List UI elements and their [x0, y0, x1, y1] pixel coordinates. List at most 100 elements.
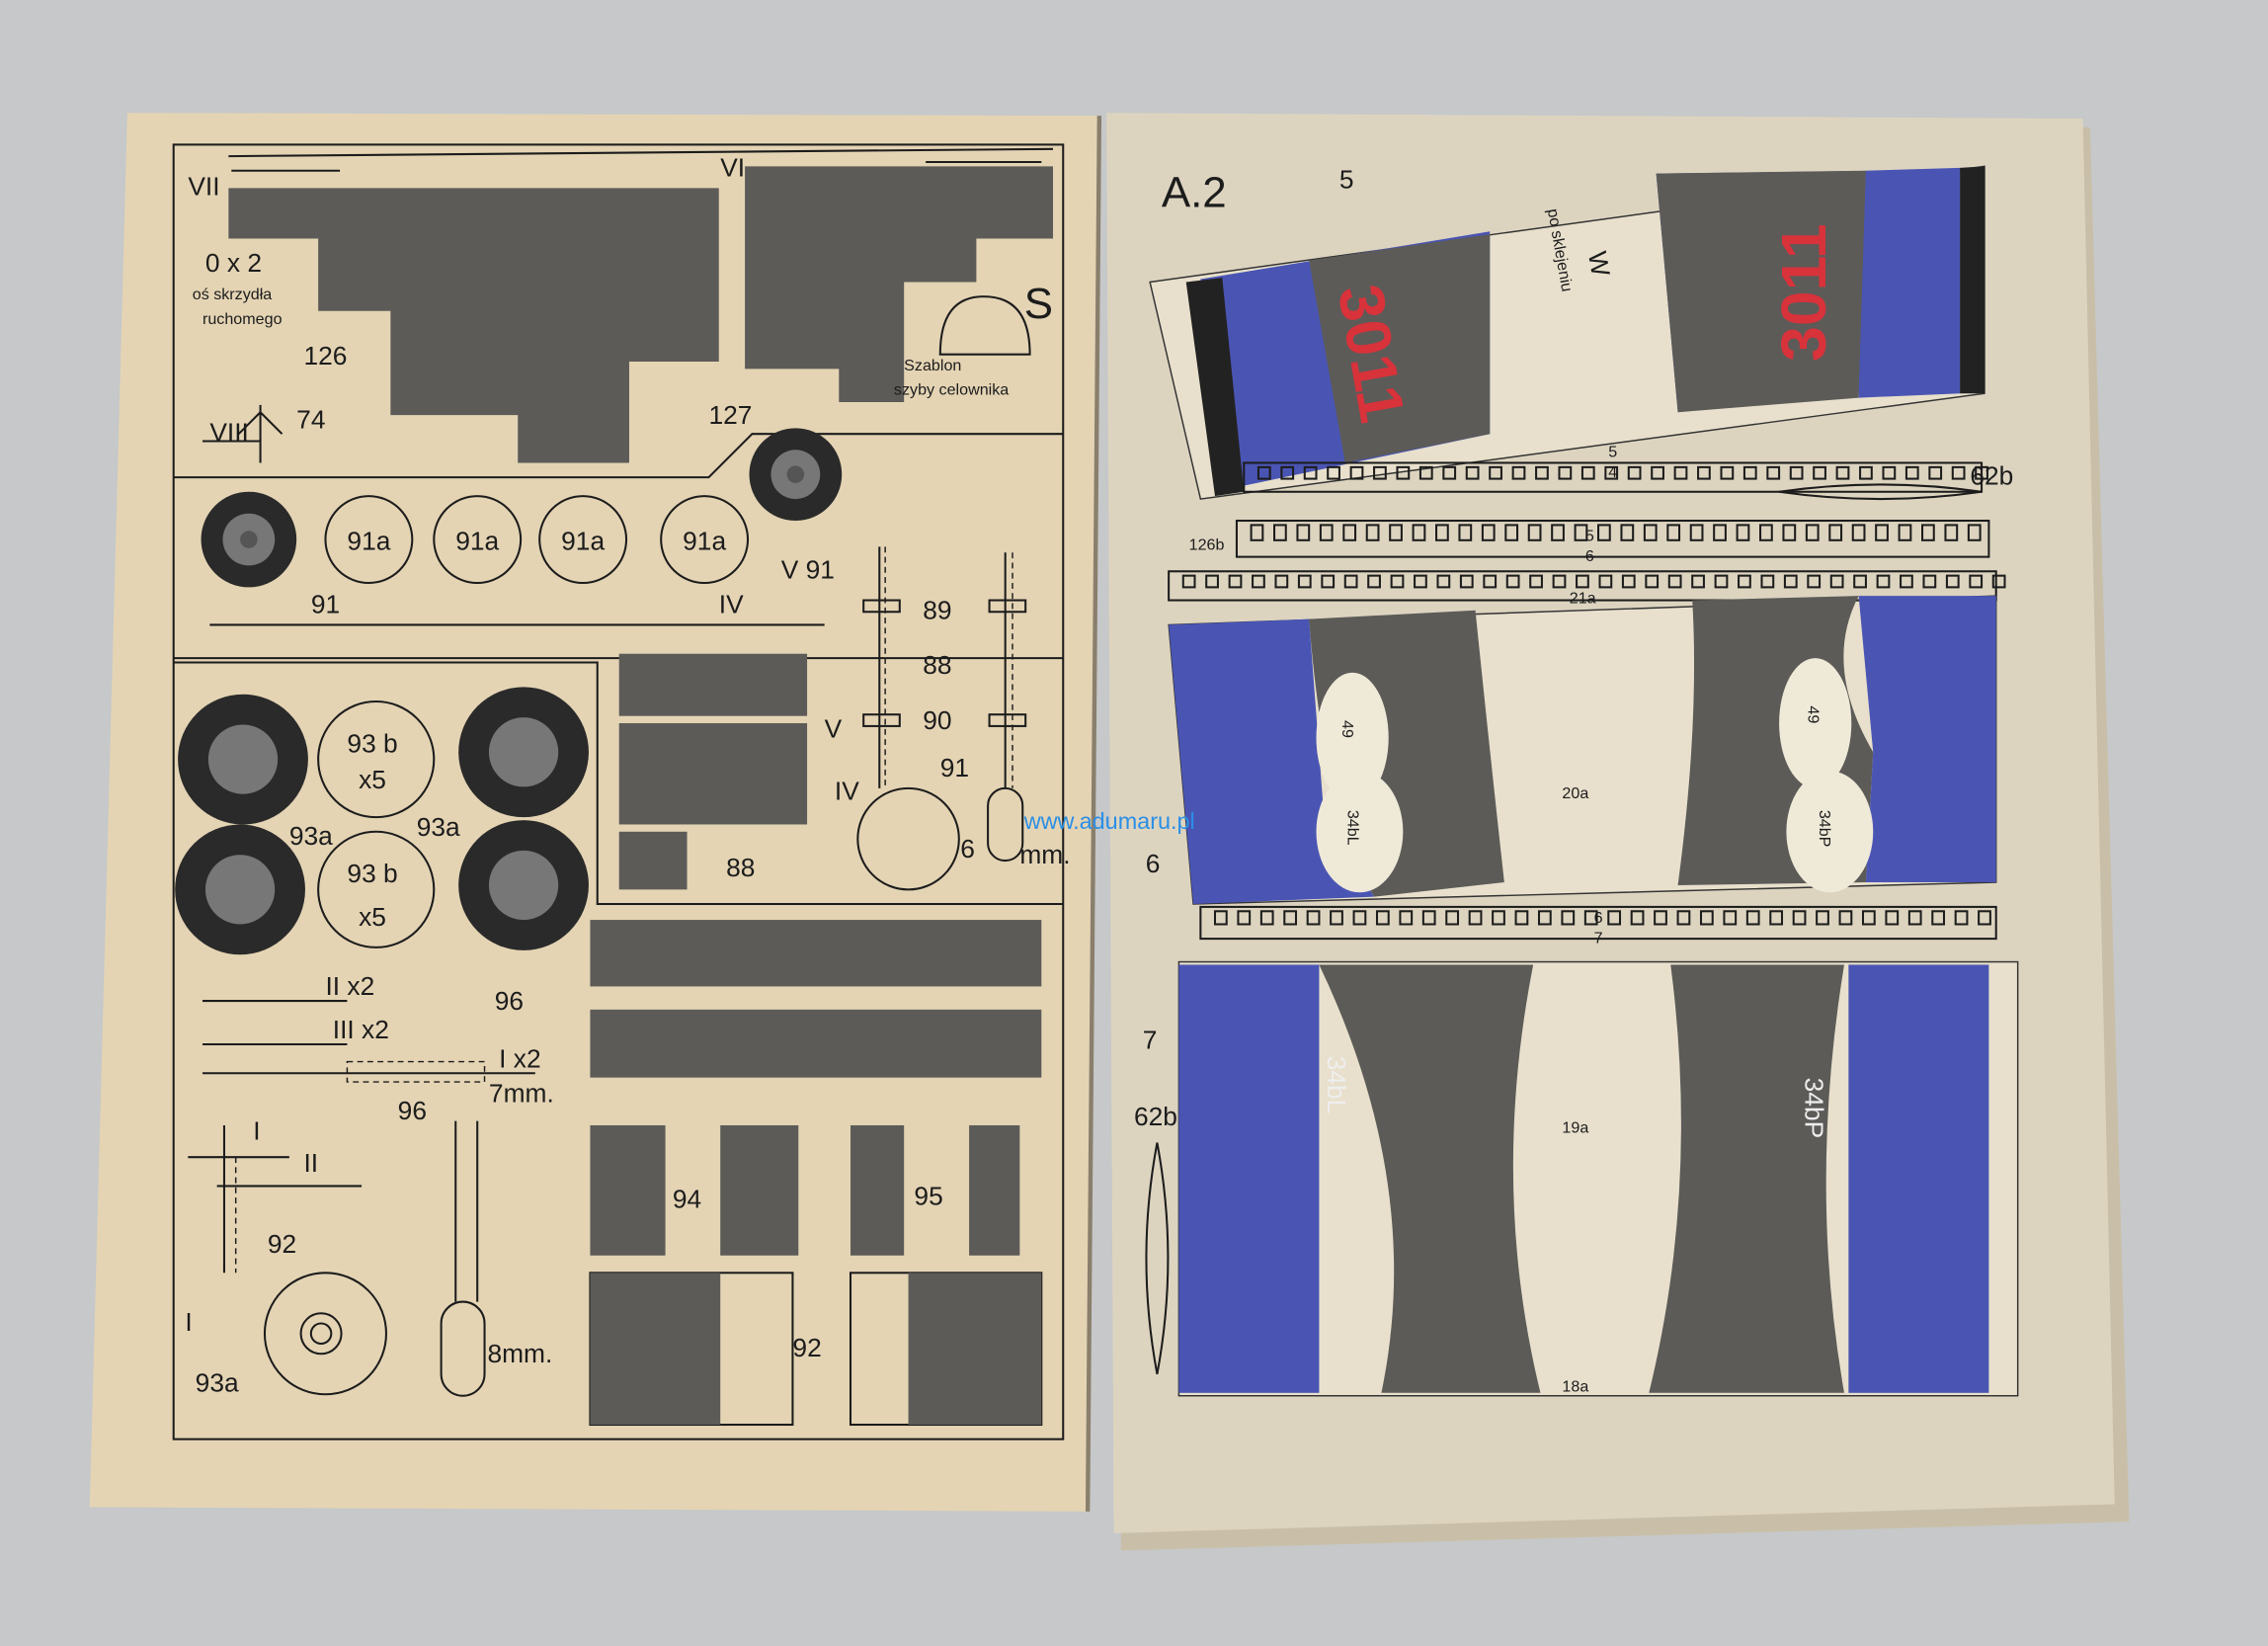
label-0x2: 0 x 2 [205, 248, 262, 278]
strut-drawing [856, 546, 1027, 891]
glue-tab [1297, 574, 1312, 589]
label-21a: 21a [1570, 589, 1596, 607]
glue-tab [1769, 910, 1784, 926]
label-v: V [825, 714, 843, 744]
glue-tab [1676, 910, 1691, 926]
strip-label: 4 [1608, 463, 1617, 481]
label-18a: 18a [1562, 1377, 1588, 1395]
glue-tab [1296, 524, 1311, 541]
glue-tab [1967, 524, 1982, 541]
marking-3011-right: 3011 [1768, 223, 1839, 362]
glue-tab [1859, 465, 1873, 480]
glue-tab [1898, 524, 1912, 541]
glue-tab [1436, 574, 1451, 589]
glue-tab [1505, 574, 1520, 589]
label-i-x2: I x2 [499, 1043, 540, 1073]
label-axis-2: ruchomego [202, 310, 283, 328]
glue-tab [1720, 465, 1735, 480]
glue-tab [1723, 910, 1738, 926]
svg-text:91a: 91a [347, 526, 390, 555]
svg-text:91a: 91a [455, 526, 499, 555]
glue-tab [1435, 524, 1449, 541]
label-19a: 19a [1562, 1118, 1588, 1136]
label-49: 49 [1804, 705, 1822, 723]
glue-tab [1342, 524, 1357, 541]
landing-gear-detail [188, 1120, 486, 1397]
watermark: www.adumaru.pl [1023, 808, 1195, 834]
glue-tab [1558, 465, 1573, 480]
glue-tab [1853, 574, 1867, 589]
glue-tab [1256, 465, 1271, 480]
glue-tab [1445, 910, 1460, 926]
glue-tab [1537, 910, 1552, 926]
glue-tab [1991, 574, 2006, 589]
glue-tab [1492, 910, 1505, 926]
label-62b-2: 62b [1134, 1102, 1177, 1131]
label-94: 94 [673, 1184, 701, 1213]
label-96: 96 [495, 986, 524, 1016]
label-126b: 126b [1189, 535, 1225, 553]
glue-tab [1829, 574, 1844, 589]
part-127 [745, 166, 1053, 402]
glue-tab [1583, 910, 1598, 926]
glue-tab [1789, 465, 1804, 480]
glue-tab [1349, 465, 1364, 480]
glue-tab [1306, 910, 1321, 926]
label-62b: 62b [1970, 460, 2013, 490]
glue-tab [1738, 574, 1751, 589]
glue-tab [1576, 574, 1589, 589]
glue-tab [1259, 910, 1274, 926]
label-6: 6 [960, 834, 975, 864]
glue-tab [1465, 465, 1480, 480]
glue-tab [1273, 524, 1287, 541]
glue-tab [1250, 524, 1264, 541]
label-v91: V 91 [781, 555, 835, 585]
glue-tab [1697, 465, 1711, 480]
label-34bp: 34bP [1799, 1078, 1828, 1139]
strip-label: 6 [1585, 547, 1594, 565]
label-ii-x2: II x2 [325, 971, 374, 1001]
strip-label: 7 [1594, 930, 1603, 947]
glue-tab [1630, 910, 1645, 926]
glue-tab [1399, 910, 1414, 926]
glue-tab [1835, 465, 1850, 480]
left-page [89, 113, 1099, 1512]
glue-tab [1783, 574, 1798, 589]
label-6-panel: 6 [1146, 849, 1161, 878]
strip-label: 5 [1608, 444, 1617, 461]
glue-tab [1861, 910, 1876, 926]
label-template-2: szyby celownika [894, 381, 1009, 399]
glue-tab [1514, 910, 1529, 926]
glue-tab [1922, 574, 1937, 589]
glue-tab [1529, 574, 1543, 589]
label-93b: 93 b [347, 859, 397, 888]
label-iv-2: IV [835, 777, 859, 806]
glue-tab [1181, 574, 1196, 589]
label-iv: IV [719, 590, 744, 619]
glue-tab [1535, 465, 1549, 480]
label-template: Szablon [904, 357, 961, 374]
glue-tab [1875, 524, 1889, 541]
sight-glass-template [938, 295, 1031, 356]
label-92: 92 [792, 1333, 821, 1362]
glue-tab [1375, 910, 1390, 926]
glue-tab [1237, 910, 1252, 926]
glue-tab [1561, 910, 1576, 926]
part-96-a [590, 920, 1042, 987]
glue-tab [1459, 574, 1474, 589]
glue-tab [1689, 524, 1704, 541]
glue-tab [1792, 910, 1807, 926]
glue-tab [1666, 524, 1681, 541]
glue-tab [1205, 574, 1219, 589]
label-7: 7 [1143, 1025, 1158, 1054]
label-74: 74 [296, 404, 325, 434]
glue-tab [1766, 465, 1781, 480]
glue-tab [1598, 574, 1613, 589]
glue-tab [1458, 524, 1473, 541]
glue-tab [1805, 524, 1820, 541]
glue-tab [1352, 910, 1367, 926]
label-iii-x2: III x2 [333, 1015, 389, 1044]
glue-tab [1876, 574, 1891, 589]
label-90: 90 [923, 705, 951, 735]
glue-tab [1951, 465, 1966, 480]
